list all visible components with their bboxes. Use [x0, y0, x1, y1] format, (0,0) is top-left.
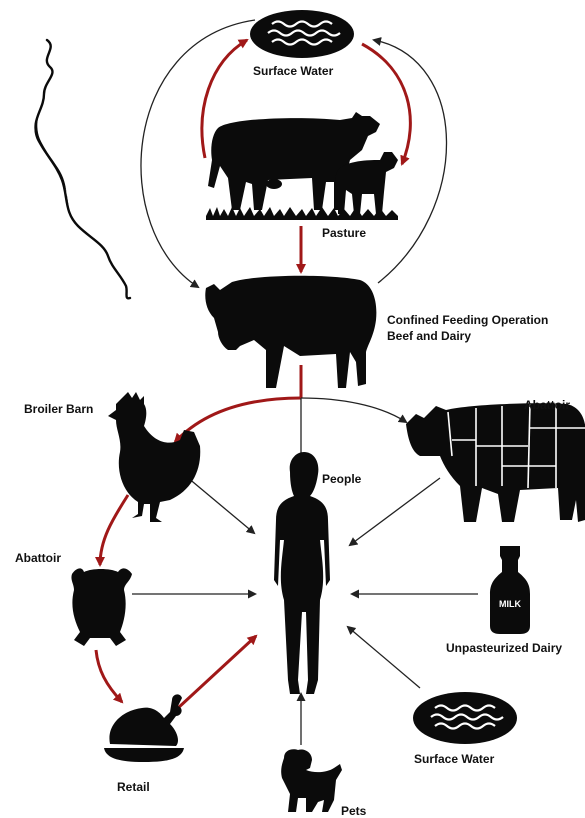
- arrow-retail-to-people: [178, 636, 256, 708]
- label-abattoir-beef: Abattoir: [524, 398, 570, 412]
- label-people: People: [322, 472, 361, 486]
- arrow-feedlot-to-abattoir: [301, 398, 406, 422]
- label-surface-water-top: Surface Water: [253, 64, 333, 78]
- beef-cuts-icon: [406, 403, 585, 522]
- spiral-bacterium-icon: [34, 40, 130, 298]
- arrow-broiler-to-poultry-abattoir: [100, 495, 128, 565]
- label-surface-water-bottom: Surface Water: [414, 752, 494, 766]
- label-broiler-barn: Broiler Barn: [24, 402, 93, 416]
- label-pets: Pets: [341, 804, 366, 818]
- milk-bottle-icon: MILK: [490, 546, 530, 634]
- water-waves-icon-top: [250, 10, 354, 58]
- label-retail: Retail: [117, 780, 150, 794]
- label-unpasteurized-dairy: Unpasteurized Dairy: [446, 641, 562, 655]
- plucked-chicken-icon: [71, 568, 132, 646]
- cow-and-calf-icon: [206, 112, 398, 220]
- arrow-poultry-abattoir-to-retail: [96, 650, 122, 702]
- arrow-water-to-people: [348, 627, 420, 688]
- arrow-abattoir-to-people: [350, 478, 440, 545]
- arrow-water-to-pasture: [362, 44, 410, 164]
- water-waves-icon-bottom: [413, 692, 517, 744]
- label-confined-feeding-line2: Beef and Dairy: [387, 329, 471, 343]
- label-confined-feeding-line1: Confined Feeding Operation: [387, 313, 548, 327]
- person-icon: [274, 452, 330, 694]
- label-pasture: Pasture: [322, 226, 366, 240]
- roast-chicken-icon: [104, 694, 184, 762]
- steer-icon: [205, 276, 376, 388]
- puppy-icon: [281, 749, 342, 812]
- label-abattoir-poultry: Abattoir: [15, 551, 61, 565]
- milk-bottle-label: MILK: [499, 599, 521, 609]
